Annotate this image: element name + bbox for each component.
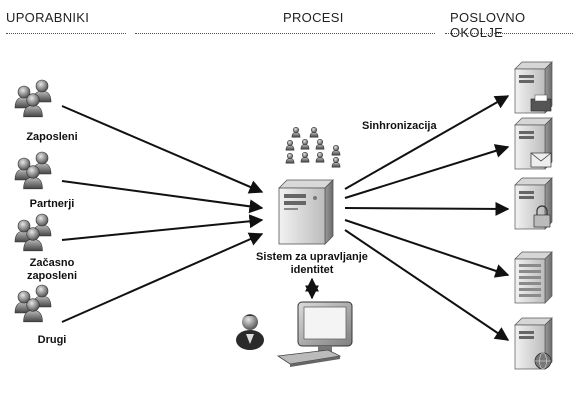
person-icon bbox=[300, 152, 310, 163]
central-server-icon bbox=[278, 179, 334, 245]
person-icon bbox=[309, 127, 319, 138]
arrow-to-server-5 bbox=[344, 229, 510, 341]
arrow-to-server-3 bbox=[344, 201, 510, 216]
user-group-label: Drugi bbox=[37, 334, 67, 346]
arrow-drugi bbox=[61, 232, 264, 323]
user-group-icon bbox=[14, 151, 52, 190]
outbound-arrows bbox=[344, 95, 510, 341]
person-icon bbox=[315, 152, 325, 163]
user-group-icon bbox=[14, 284, 52, 323]
identity-cluster-icon bbox=[285, 127, 341, 168]
header-divider-environment bbox=[445, 33, 573, 34]
header-business-environment: POSLOVNO OKOLJE bbox=[450, 10, 526, 40]
server-printer-icon bbox=[514, 61, 553, 114]
person-icon bbox=[331, 145, 341, 156]
server-mail-icon bbox=[514, 117, 553, 170]
arrow-zaposleni bbox=[61, 105, 264, 194]
person-icon bbox=[315, 139, 325, 150]
user-group-label: Partnerji bbox=[29, 198, 75, 210]
header-divider-users bbox=[6, 33, 126, 34]
inbound-arrows bbox=[61, 105, 264, 323]
arrow-to-server-2 bbox=[344, 144, 510, 199]
person-icon bbox=[331, 157, 341, 168]
arrow-to-server-4 bbox=[344, 219, 510, 278]
server-cabinet-icon bbox=[514, 251, 553, 304]
user-group-label: Začasno zaposleni bbox=[26, 257, 78, 282]
server-globe-icon bbox=[514, 317, 553, 370]
person-icon bbox=[291, 127, 301, 138]
header-users: UPORABNIKI bbox=[6, 10, 90, 25]
person-icon bbox=[285, 140, 295, 151]
user-group-label: Zaposleni bbox=[26, 131, 78, 143]
admin-computer-icon bbox=[276, 301, 353, 367]
system-label: Sistem za upravljanje identitet bbox=[256, 251, 368, 276]
user-group-icon bbox=[14, 79, 52, 118]
user-group-icon bbox=[14, 213, 52, 252]
person-icon bbox=[300, 139, 310, 150]
sync-label: Sinhronizacija bbox=[362, 120, 437, 132]
server-lock-icon bbox=[514, 177, 553, 230]
header-processes: PROCESI bbox=[283, 10, 344, 25]
arrow-partnerji bbox=[61, 180, 264, 214]
arrow-to-server-1 bbox=[344, 95, 510, 190]
header-divider-processes bbox=[135, 33, 435, 34]
arrow-zacasno-zaposleni bbox=[61, 214, 264, 241]
person-icon bbox=[285, 153, 295, 164]
administrator-icon bbox=[236, 314, 264, 350]
